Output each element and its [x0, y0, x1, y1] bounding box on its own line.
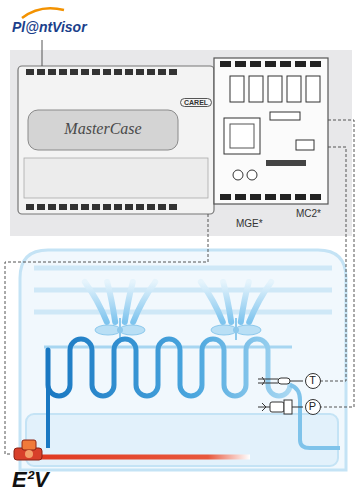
signal-wire — [42, 40, 43, 66]
sensor-letter: P — [306, 400, 319, 413]
signal-wire — [5, 214, 208, 454]
signal-wire — [321, 120, 354, 407]
mastercase-device — [18, 66, 214, 214]
logo-text: Pl@ntVisor — [12, 19, 87, 35]
signal-wire — [321, 147, 346, 381]
software-logo: Pl@ntVisor — [12, 18, 86, 40]
sensor-circle: P — [305, 399, 321, 415]
logo-swoosh — [22, 8, 64, 18]
controller-panel — [10, 50, 352, 236]
temperature-probe — [258, 377, 303, 385]
mc2-board — [214, 58, 328, 204]
evaporator-coil — [48, 339, 290, 396]
part-name: E²V — [12, 467, 49, 492]
part-name: MGE* — [236, 218, 263, 230]
valve-symbol — [12, 437, 62, 467]
controller-board: MC2* — [214, 58, 328, 204]
device-name: MasterCase — [28, 120, 178, 138]
sensor-circle: T — [305, 373, 321, 389]
pressure-probe — [258, 400, 303, 414]
part-name: MC2* — [296, 208, 321, 220]
controller-module: MasterCaseMGE* — [18, 66, 214, 214]
sensor-letter: T — [306, 374, 319, 387]
expansion-valve: E²V — [12, 437, 62, 501]
display-case — [20, 250, 346, 470]
brand-label: CAREL — [180, 98, 212, 107]
